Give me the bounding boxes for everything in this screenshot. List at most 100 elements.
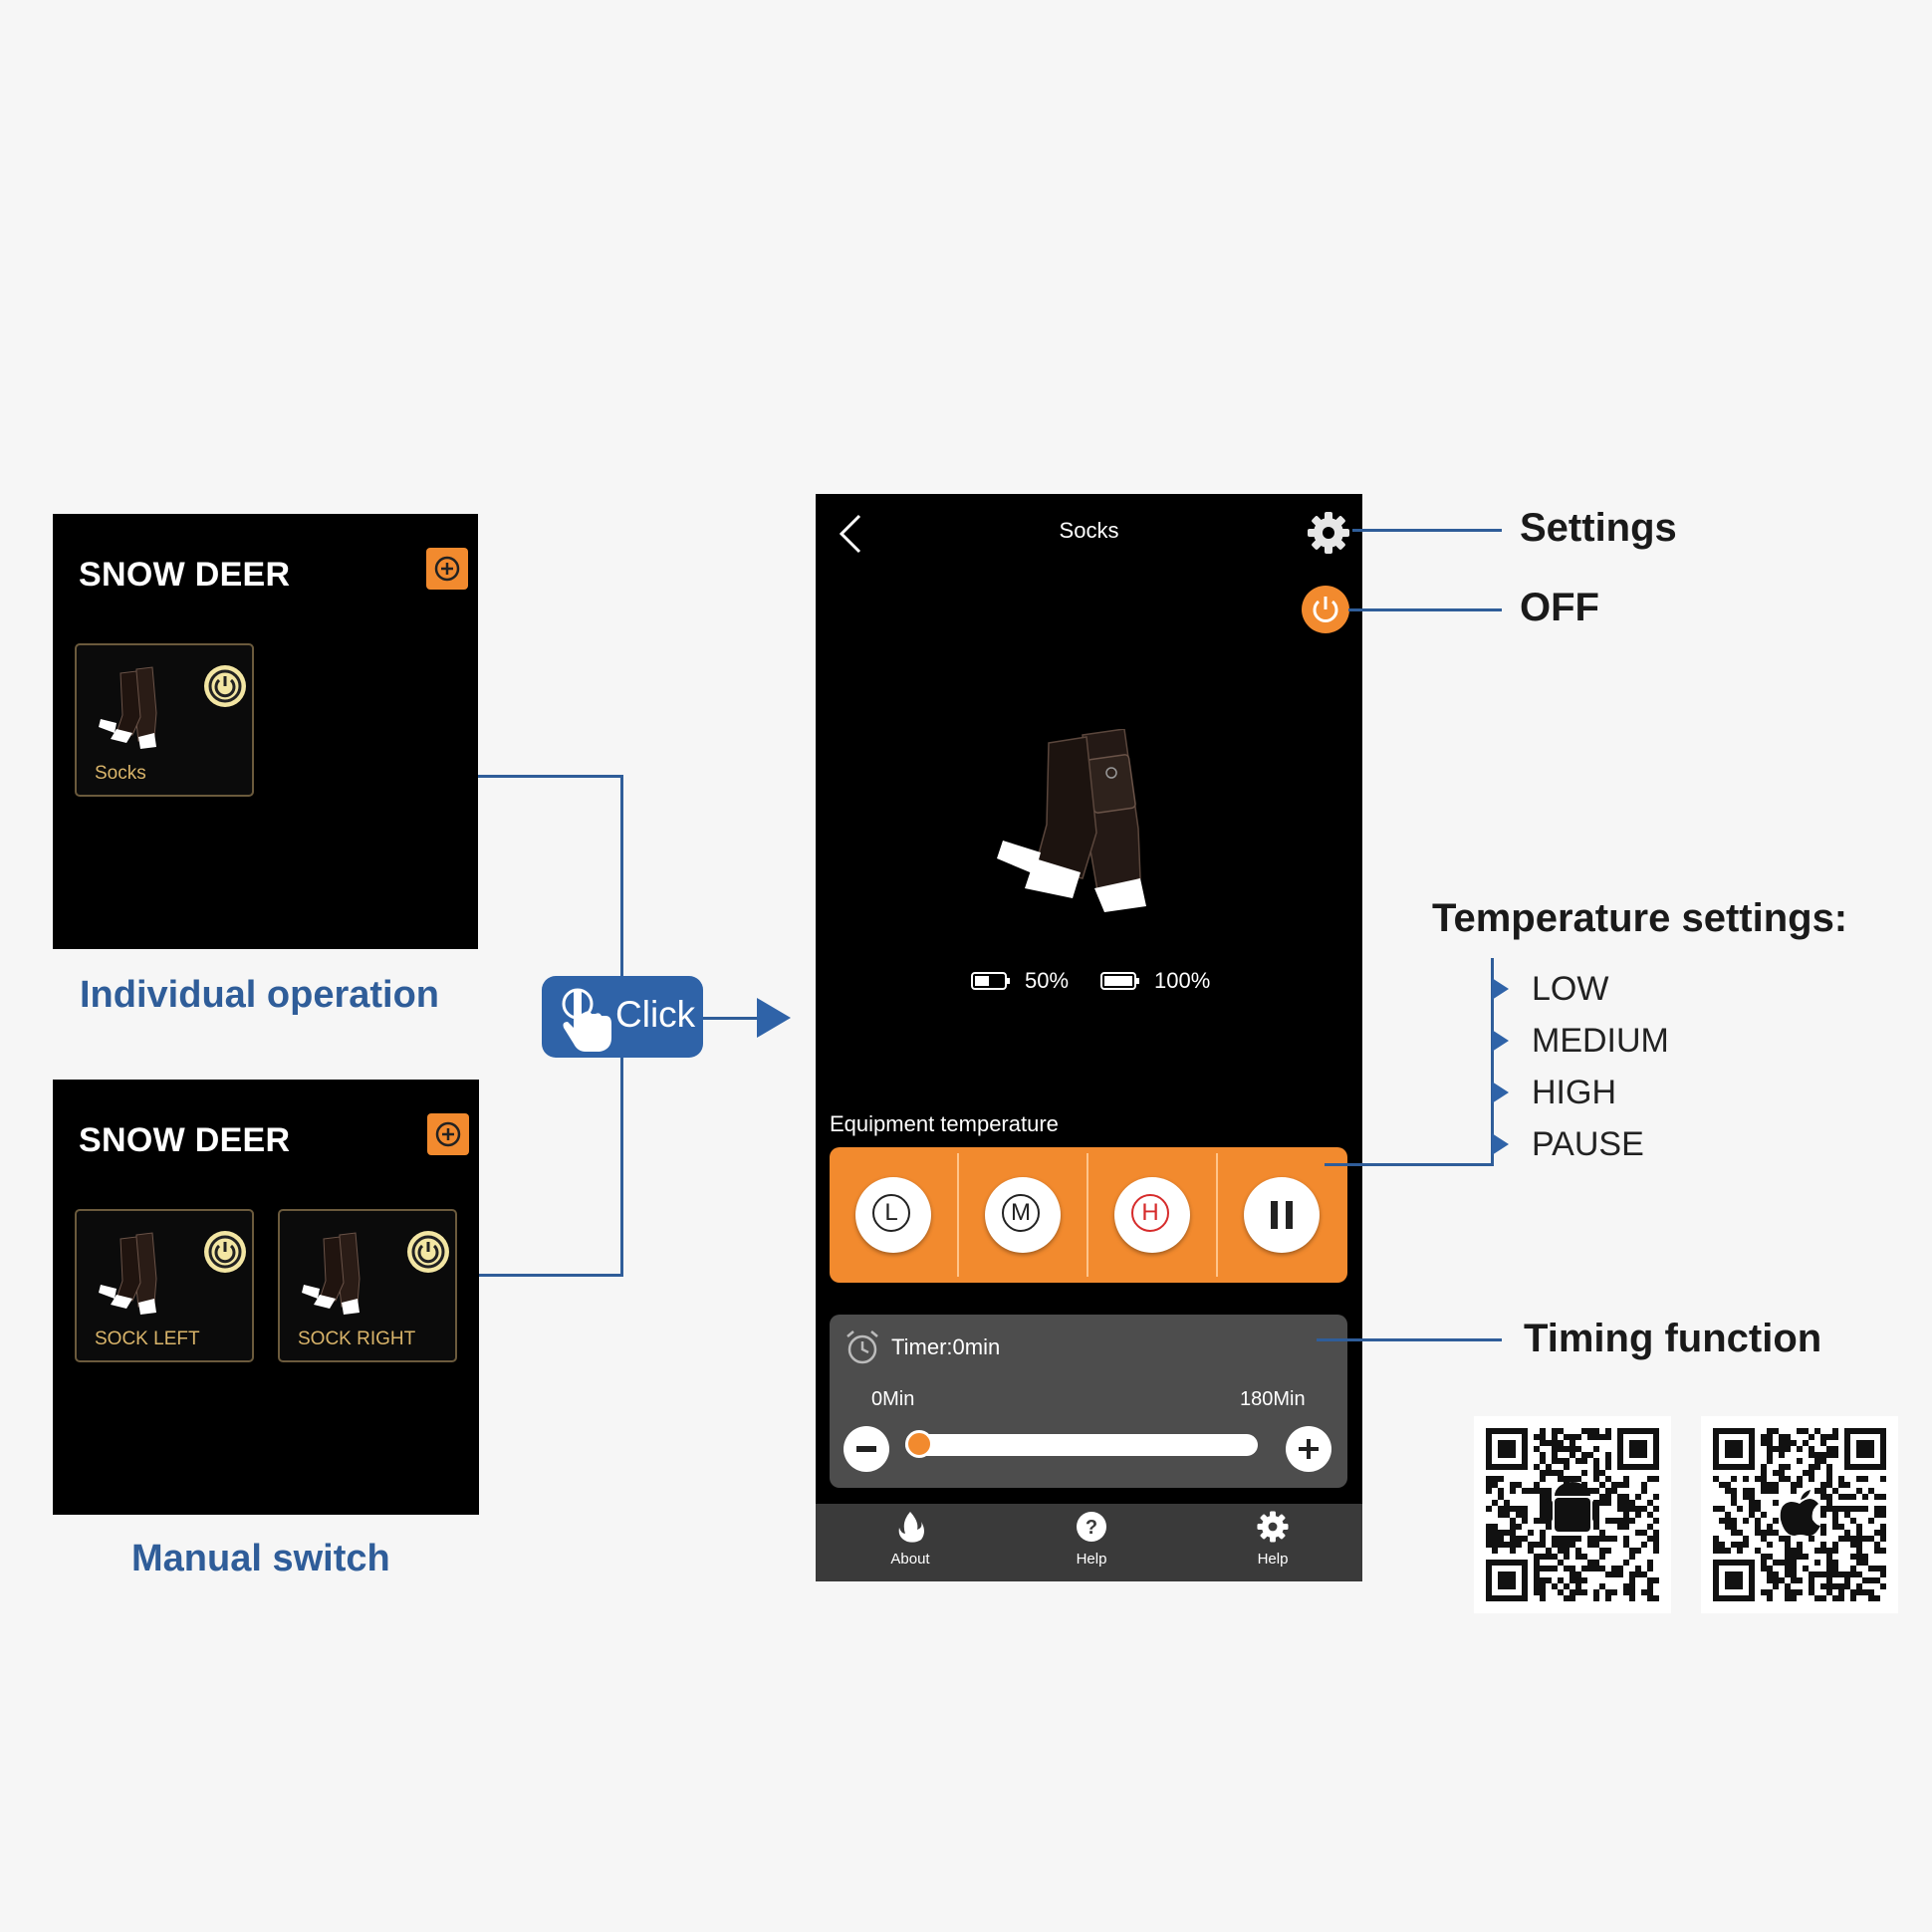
qr-module	[1755, 1524, 1761, 1530]
timer-slider[interactable]	[905, 1434, 1258, 1456]
qr-module	[1731, 1571, 1737, 1577]
qr-module	[1605, 1476, 1611, 1482]
temp-pause-button[interactable]	[1244, 1177, 1320, 1253]
qr-module	[1767, 1530, 1773, 1536]
qr-module	[1832, 1452, 1838, 1458]
qr-module	[1575, 1583, 1581, 1589]
qr-module	[1826, 1452, 1832, 1458]
qr-module	[1820, 1512, 1826, 1518]
qr-module	[1486, 1583, 1492, 1589]
qr-module	[1581, 1428, 1587, 1434]
qr-module	[1791, 1488, 1797, 1494]
manual-switch-screen: SNOW DEER SOCK LEFT	[53, 1080, 479, 1515]
tab-settings[interactable]: Help	[1228, 1510, 1318, 1568]
qr-module	[1809, 1583, 1814, 1589]
qr-module	[1504, 1530, 1510, 1536]
qr-module	[1611, 1488, 1617, 1494]
qr-module	[1814, 1488, 1820, 1494]
power-off-button[interactable]	[1302, 586, 1349, 633]
qr-module	[1761, 1530, 1767, 1536]
qr-module	[1749, 1506, 1755, 1512]
qr-module	[1498, 1571, 1504, 1577]
back-chevron-icon[interactable]	[838, 512, 863, 556]
qr-module	[1773, 1428, 1779, 1434]
card-power-button[interactable]	[204, 1231, 246, 1273]
qr-module	[1838, 1583, 1844, 1589]
qr-module	[1534, 1560, 1540, 1566]
qr-module	[1761, 1440, 1767, 1446]
tab-help[interactable]: ? Help	[1047, 1510, 1136, 1568]
qr-module	[1713, 1583, 1719, 1589]
qr-module	[1552, 1554, 1558, 1560]
qr-module	[1546, 1554, 1552, 1560]
add-device-button[interactable]	[427, 1113, 469, 1155]
timer-increase-button[interactable]	[1286, 1426, 1331, 1472]
qr-module	[1791, 1577, 1797, 1583]
qr-module	[1761, 1488, 1767, 1494]
card-power-button[interactable]	[204, 665, 246, 707]
add-device-button[interactable]	[426, 548, 468, 590]
qr-module	[1713, 1428, 1719, 1434]
qr-module	[1713, 1506, 1719, 1512]
qr-module	[1791, 1440, 1797, 1446]
qr-module	[1814, 1464, 1820, 1470]
gear-icon[interactable]	[1306, 510, 1351, 556]
qr-module	[1737, 1506, 1743, 1512]
qr-module	[1731, 1518, 1737, 1524]
qr-module	[1785, 1571, 1791, 1577]
device-card-sock-right[interactable]: SOCK RIGHT	[278, 1209, 457, 1362]
qr-module	[1498, 1428, 1504, 1434]
qr-module	[1713, 1589, 1719, 1595]
qr-module	[1587, 1566, 1593, 1571]
qr-module	[1617, 1452, 1623, 1458]
alarm-clock-icon	[846, 1330, 878, 1364]
timer-decrease-button[interactable]	[844, 1426, 889, 1472]
qr-module	[1725, 1518, 1731, 1524]
qr-module	[1850, 1536, 1856, 1542]
qr-module	[1510, 1571, 1516, 1577]
qr-module	[1564, 1536, 1570, 1542]
qr-module	[1635, 1440, 1641, 1446]
qr-module	[1558, 1577, 1564, 1583]
qr-module	[1540, 1434, 1546, 1440]
qr-module	[1522, 1440, 1528, 1446]
qr-module	[1540, 1566, 1546, 1571]
qr-module	[1820, 1458, 1826, 1464]
qr-module	[1725, 1452, 1731, 1458]
temp-medium-button[interactable]: M	[985, 1177, 1061, 1253]
qr-module	[1599, 1530, 1605, 1536]
qr-module	[1522, 1595, 1528, 1601]
qr-module	[1814, 1571, 1820, 1577]
socks-illustration	[997, 729, 1146, 912]
qr-module	[1617, 1458, 1623, 1464]
device-card-socks[interactable]: Socks	[75, 643, 254, 797]
qr-module	[1862, 1452, 1868, 1458]
qr-module	[1856, 1506, 1862, 1512]
qr-module	[1653, 1464, 1659, 1470]
tab-about[interactable]: About	[865, 1510, 955, 1568]
qr-module	[1611, 1536, 1617, 1542]
qr-module	[1785, 1595, 1791, 1601]
qr-module	[1814, 1595, 1820, 1601]
qr-module	[1809, 1452, 1814, 1458]
qr-module	[1575, 1548, 1581, 1554]
qr-module	[1581, 1589, 1587, 1595]
device-card-sock-left[interactable]: SOCK LEFT	[75, 1209, 254, 1362]
timer-slider-thumb[interactable]	[905, 1430, 933, 1458]
qr-module	[1814, 1428, 1820, 1434]
temp-low-button[interactable]: L	[855, 1177, 931, 1253]
qr-module	[1593, 1434, 1599, 1440]
qr-module	[1623, 1506, 1629, 1512]
qr-module	[1880, 1530, 1886, 1536]
qr-module	[1785, 1566, 1791, 1571]
qr-module	[1731, 1530, 1737, 1536]
settings-annotation: Settings	[1520, 506, 1677, 550]
card-power-button[interactable]	[407, 1231, 449, 1273]
qr-module	[1492, 1428, 1498, 1434]
temp-low-label: L	[872, 1194, 910, 1232]
qr-module	[1832, 1560, 1838, 1566]
qr-module	[1856, 1542, 1862, 1548]
qr-module	[1713, 1560, 1719, 1566]
individual-operation-caption: Individual operation	[80, 974, 440, 1016]
temp-high-button[interactable]: H	[1114, 1177, 1190, 1253]
